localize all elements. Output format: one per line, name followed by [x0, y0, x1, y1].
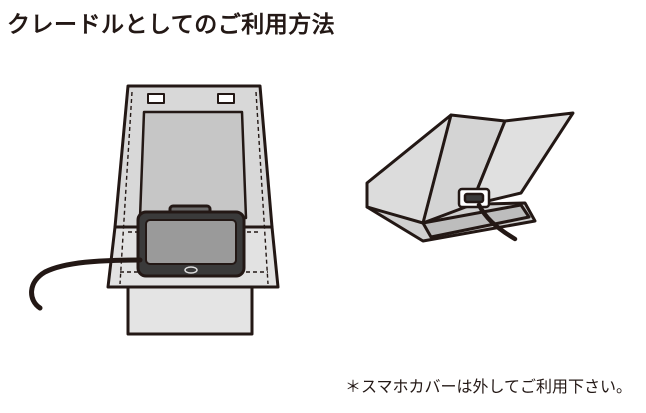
- cradle-side-panel-right: [469, 111, 575, 207]
- phone-home-button-icon: [184, 266, 198, 274]
- usage-note: ＊スマホカバーは外してご利用下さい。: [344, 377, 632, 396]
- cradle-front-view-illustration: [29, 84, 280, 336]
- right-slot-icon: [217, 93, 235, 104]
- cradle-side-view-illustration: [365, 111, 575, 243]
- phone-screen: [145, 219, 237, 265]
- page-title: クレードルとしてのご利用方法: [7, 12, 336, 38]
- charging-cable: [29, 257, 143, 311]
- tablet-screen-area: [138, 110, 248, 220]
- left-slot-icon: [147, 93, 165, 104]
- cradle-side-front-lip: [421, 203, 531, 239]
- side-charging-cable: [476, 202, 518, 242]
- connector-port-icon: [463, 192, 485, 204]
